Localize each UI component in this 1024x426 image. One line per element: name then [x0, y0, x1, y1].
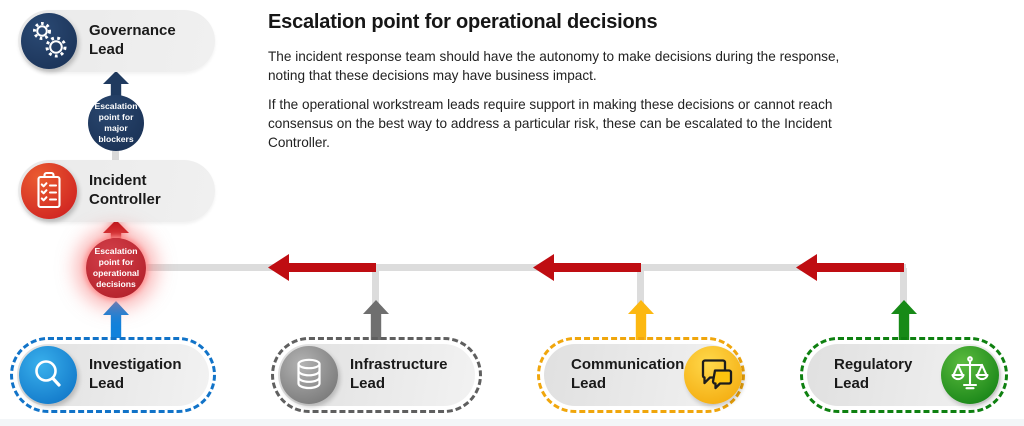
infrastructure-lead-body: Infrastructure Lead: [278, 344, 475, 406]
up-arrow-icon: [891, 300, 917, 340]
incident-controller-node: Incident Controller: [18, 160, 215, 222]
regulatory-lead-node: Regulatory Lead: [800, 337, 1008, 413]
regulatory-lead-label: Regulatory Lead: [834, 356, 913, 392]
gears-icon: [21, 13, 77, 69]
infrastructure-lead-label: Infrastructure Lead: [350, 356, 448, 392]
left-arrow-icon: [533, 254, 641, 281]
governance-lead-label: Governance Lead: [89, 22, 176, 58]
up-arrow-icon: [103, 220, 129, 246]
investigation-lead-body: Investigation Lead: [17, 344, 209, 406]
magnifier-icon: [19, 346, 77, 404]
regulatory-lead-body: Regulatory Lead: [807, 344, 1001, 406]
up-arrow-icon: [628, 300, 654, 340]
database-icon: [280, 346, 338, 404]
communication-lead-label: Communication Lead: [571, 356, 685, 392]
page-title: Escalation point for operational decisio…: [268, 11, 658, 33]
up-arrow-icon: [103, 71, 129, 99]
governance-lead-node: Governance Lead: [18, 10, 215, 72]
left-arrow-icon: [268, 254, 376, 281]
escalation-bus-line: [146, 264, 906, 271]
up-arrow-icon: [363, 300, 389, 340]
intro-paragraph-1: The incident response team should have t…: [268, 49, 840, 83]
left-arrow-icon: [796, 254, 904, 281]
chat-bubbles-icon: [684, 346, 743, 404]
investigation-lead-node: Investigation Lead: [10, 337, 216, 413]
connector-major-blockers: [112, 151, 119, 162]
intro-section: Escalation point for operational decisio…: [268, 10, 846, 162]
communication-lead-node: Communication Lead: [537, 337, 745, 413]
bottom-edge-band: [0, 419, 1024, 426]
investigation-lead-label: Investigation Lead: [89, 356, 182, 392]
escalation-major-blockers-node: Escalation point for major blockers: [88, 95, 144, 151]
incident-controller-label: Incident Controller: [89, 172, 161, 208]
up-arrow-icon: [103, 301, 129, 338]
communication-lead-body: Communication Lead: [544, 344, 743, 406]
infrastructure-lead-node: Infrastructure Lead: [271, 337, 482, 413]
intro-paragraph-2: If the operational workstream leads requ…: [268, 97, 833, 150]
clipboard-checklist-icon: [21, 163, 77, 219]
scales-icon: [941, 346, 999, 404]
escalation-operational-decisions-node: Escalation point for operational decisio…: [86, 238, 146, 298]
